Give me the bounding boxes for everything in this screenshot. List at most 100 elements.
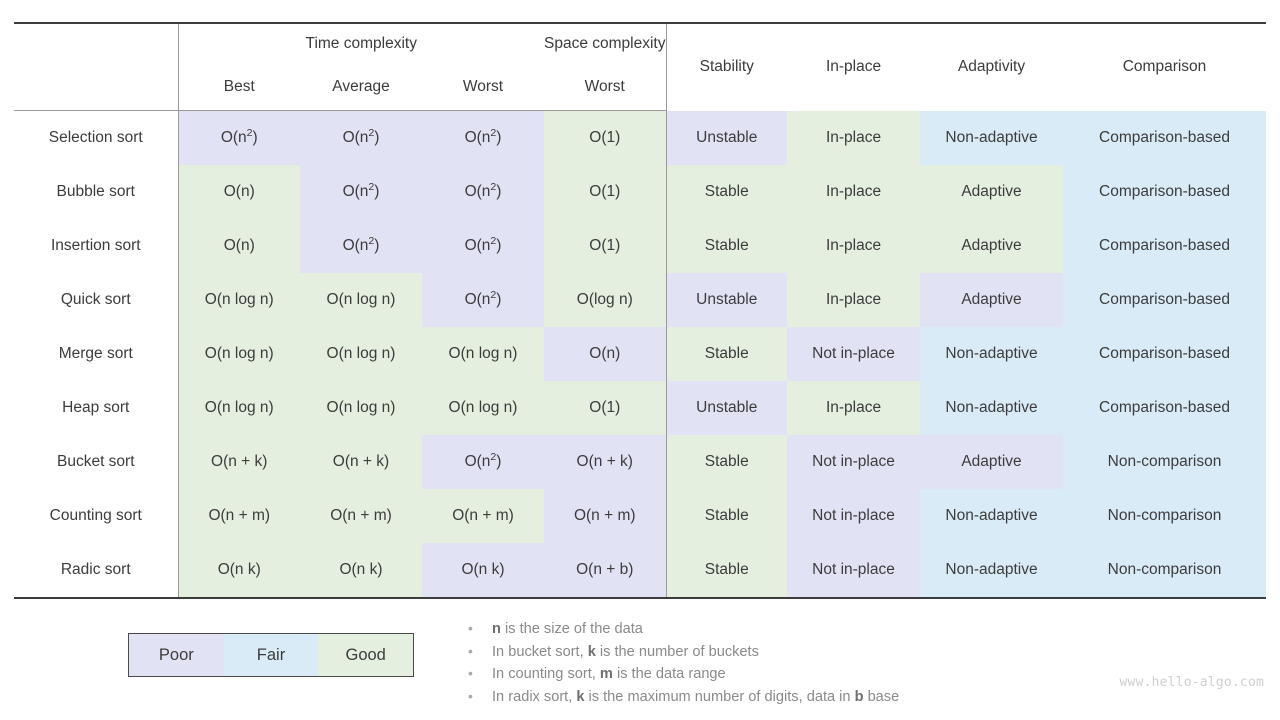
row-header-algorithm-name: Quick sort — [60, 291, 131, 308]
cell-in-place: In-place — [787, 165, 921, 219]
cell-in-place: Not in-place — [787, 435, 921, 489]
cell-average: O(n log n) — [300, 381, 422, 435]
cell-worst-space: O(n + m) — [544, 489, 667, 543]
column-header-in-place: In-place — [787, 22, 921, 111]
footnote-item: • n is the size of the data — [468, 618, 1108, 640]
cell-worst-space: O(n + k) — [544, 435, 667, 489]
cell-stability: Unstable — [665, 110, 788, 165]
footnote-list: • n is the size of the data • In bucket sor… — [468, 618, 1108, 708]
cell-comparison: Comparison-based — [1063, 327, 1267, 381]
cell-worst-space: O(n + b) — [544, 543, 667, 599]
cell-best: O(n) — [177, 219, 300, 273]
cell-comparison: Non-comparison — [1063, 543, 1267, 599]
row-header-algorithm-name: Selection sort — [48, 129, 143, 146]
cell-average: O(n2) — [300, 110, 422, 165]
legend-item-fair: Fair — [223, 634, 319, 676]
cell-worst-space: O(1) — [544, 381, 667, 435]
row-header-algorithm-name: Counting sort — [49, 507, 142, 524]
cell-adaptivity: Non-adaptive — [920, 381, 1064, 435]
bullet-icon: • — [468, 687, 473, 704]
cell-stability: Stable — [665, 543, 788, 599]
cell-worst-time: O(n2) — [422, 273, 545, 327]
footnote-text: In bucket sort, k is the number of bucke… — [492, 643, 759, 660]
cell-worst-space: O(log n) — [544, 273, 667, 327]
cell-worst-time: O(n2) — [422, 165, 545, 219]
cell-average: O(n log n) — [300, 273, 422, 327]
cell-adaptivity: Non-adaptive — [920, 489, 1064, 543]
footnote-text: In radix sort, k is the maximum number o… — [492, 688, 900, 705]
cell-stability: Stable — [665, 435, 788, 489]
row-header-algorithm-name: Merge sort — [58, 345, 133, 362]
cell-average: O(n + m) — [300, 489, 422, 543]
row-header-algorithm-name: Insertion sort — [50, 237, 141, 254]
cell-comparison: Comparison-based — [1063, 219, 1267, 273]
column-header-worst-time: Worst — [422, 64, 545, 111]
cell-worst-time: O(n2) — [422, 435, 545, 489]
cell-comparison: Comparison-based — [1063, 165, 1267, 219]
cell-comparison: Comparison-based — [1063, 381, 1267, 435]
footnote-item: • In bucket sort, k is the number of buck… — [468, 641, 1108, 663]
cell-best: O(n2) — [177, 110, 300, 165]
cell-best: O(n k) — [177, 543, 300, 599]
cell-stability: Stable — [665, 219, 788, 273]
cell-average: O(n + k) — [300, 435, 422, 489]
cell-worst-space: O(1) — [544, 165, 667, 219]
row-header-algorithm-name: Heap sort — [62, 399, 130, 416]
cell-best: O(n + m) — [177, 489, 300, 543]
cell-best: O(n log n) — [177, 273, 300, 327]
cell-in-place: Not in-place — [787, 327, 921, 381]
cell-worst-time: O(n2) — [422, 219, 545, 273]
cell-adaptivity: Non-adaptive — [920, 110, 1064, 165]
cell-average: O(n log n) — [300, 327, 422, 381]
column-header-worst-space: Worst — [544, 64, 667, 111]
cell-stability: Unstable — [665, 381, 788, 435]
cell-in-place: In-place — [787, 381, 921, 435]
cell-in-place: Not in-place — [787, 543, 921, 599]
cell-adaptivity: Non-adaptive — [920, 543, 1064, 599]
column-header-stability: Stability — [665, 22, 788, 111]
bullet-icon: • — [468, 665, 473, 681]
cell-worst-space: O(1) — [544, 219, 667, 273]
watermark: www.hello-algo.com — [1119, 675, 1264, 690]
header-group-row: Time complexity Space complexity Stabili… — [14, 22, 1267, 111]
cell-stability: Stable — [665, 327, 788, 381]
cell-in-place: Not in-place — [787, 489, 921, 543]
footnote-text: n is the size of the data — [492, 621, 643, 637]
group-header-time-complexity: Time complexity — [177, 22, 545, 64]
footnote-item: • In radix sort, k is the maximum number … — [468, 686, 1108, 708]
cell-worst-time: O(n log n) — [422, 327, 545, 381]
row-header-algorithm-name: Radic sort — [14, 543, 178, 599]
cell-average: O(n k) — [300, 543, 422, 599]
sorting-algorithm-comparison-table: Time complexity Space complexity Stabili… — [14, 22, 1267, 599]
cell-in-place: In-place — [787, 110, 921, 165]
cell-worst-time: O(n log n) — [422, 381, 545, 435]
cell-adaptivity: Adaptive — [920, 273, 1064, 327]
cell-average: O(n2) — [300, 165, 422, 219]
cell-in-place: In-place — [787, 273, 921, 327]
header-sub-row: Best Average Worst Worst — [14, 64, 1266, 111]
bullet-icon: • — [468, 620, 473, 636]
cell-stability: Unstable — [665, 273, 788, 327]
cell-best: O(n log n) — [177, 381, 300, 435]
cell-worst-space: O(1) — [544, 110, 667, 165]
bullet-icon: • — [468, 642, 473, 659]
cell-adaptivity: Non-adaptive — [920, 327, 1064, 381]
cell-worst-time: O(n2) — [422, 110, 545, 165]
cell-adaptivity: Adaptive — [920, 219, 1064, 273]
group-header-space-complexity: Space complexity — [544, 22, 667, 64]
column-header-best: Best — [177, 64, 300, 111]
cell-stability: Stable — [665, 489, 788, 543]
corner-cell-2 — [14, 64, 178, 111]
table-header: Time complexity Space complexity Stabili… — [14, 22, 1267, 111]
footnote-item: •In counting sort, m is the data range — [468, 663, 1108, 685]
